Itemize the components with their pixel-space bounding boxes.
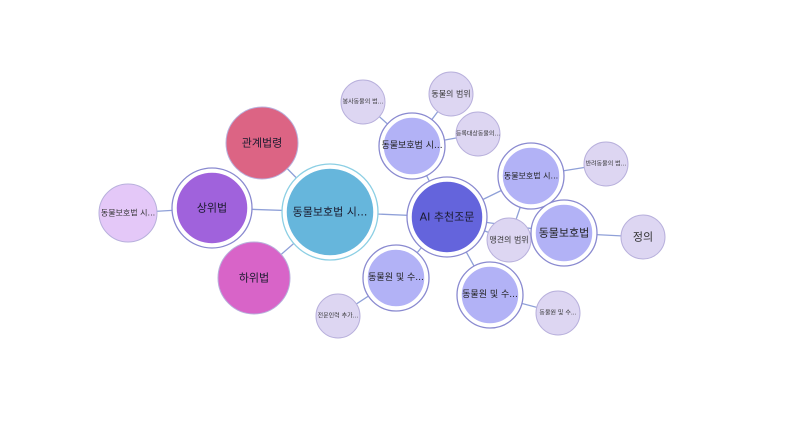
node-circle — [217, 241, 291, 315]
node-circle — [486, 217, 532, 263]
node-label: 동물보호법 시... — [101, 208, 155, 218]
node-circle — [428, 71, 474, 117]
node-circle — [98, 183, 158, 243]
node-circle — [501, 146, 561, 206]
node-label: 동물의 범위 — [431, 89, 470, 99]
node-label: 관계법령 — [242, 137, 282, 150]
node-ai[interactable]: AI 추천조문 — [406, 176, 488, 258]
node-t2[interactable]: 동물보호법 시... — [497, 142, 565, 210]
node-circle — [225, 106, 299, 180]
node-t1b[interactable]: 동물의 범위 — [428, 71, 474, 117]
node-t4[interactable]: 동물원 및 수... — [362, 244, 430, 312]
node-upper[interactable]: 상위법 — [171, 167, 253, 249]
node-label: 동물원 및 수... — [368, 271, 424, 283]
node-t3a[interactable]: 정의 — [620, 214, 666, 260]
node-label: 반려동물의 범... — [586, 160, 627, 168]
node-label: 동물보호법 — [539, 227, 590, 240]
node-t3[interactable]: 동물보호법 — [530, 199, 598, 267]
node-circle — [366, 248, 426, 308]
node-label: 정의 — [633, 231, 653, 244]
node-circle — [285, 167, 375, 257]
node-t2b[interactable]: 맹견의 범위 — [486, 217, 532, 263]
node-t5a[interactable]: 동물원 및 수... — [535, 290, 581, 336]
node-label: 동물원 및 수... — [539, 309, 576, 317]
node-circle — [460, 265, 520, 325]
node-circle — [175, 171, 249, 245]
node-t5[interactable]: 동물원 및 수... — [456, 261, 524, 329]
node-label: 하위법 — [239, 271, 269, 285]
node-circle — [455, 111, 501, 157]
node-t1[interactable]: 동물보호법 시... — [378, 112, 446, 180]
node-label: AI 추천조문 — [420, 210, 475, 224]
node-circle — [535, 290, 581, 336]
node-t1c[interactable]: 등록대상동물의... — [455, 111, 501, 157]
node-label: 봉사동물의 범... — [343, 98, 384, 106]
node-label: 동물보호법 시... — [293, 206, 368, 219]
node-circle — [583, 141, 629, 187]
node-circle — [410, 180, 484, 254]
node-label: 등록대상동물의... — [456, 130, 500, 138]
node-main[interactable]: 동물보호법 시... — [281, 163, 379, 261]
node-label: 전문인력 추가... — [318, 312, 359, 320]
node-circle — [315, 293, 361, 339]
node-t4a[interactable]: 전문인력 추가... — [315, 293, 361, 339]
node-related[interactable]: 관계법령 — [225, 106, 299, 180]
node-circle — [534, 203, 594, 263]
node-lower[interactable]: 하위법 — [217, 241, 291, 315]
node-upperleaf[interactable]: 동물보호법 시... — [98, 183, 158, 243]
node-t1a[interactable]: 봉사동물의 범... — [340, 79, 386, 125]
node-label: 동물원 및 수... — [462, 288, 518, 300]
node-circle — [340, 79, 386, 125]
node-label: 맹견의 범위 — [489, 235, 528, 245]
node-circle — [382, 116, 442, 176]
node-circle — [620, 214, 666, 260]
node-label: 동물보호법 시... — [504, 171, 558, 181]
node-label: 상위법 — [197, 202, 227, 215]
node-label: 동물보호법 시... — [381, 140, 442, 151]
node-t2a[interactable]: 반려동물의 범... — [583, 141, 629, 187]
